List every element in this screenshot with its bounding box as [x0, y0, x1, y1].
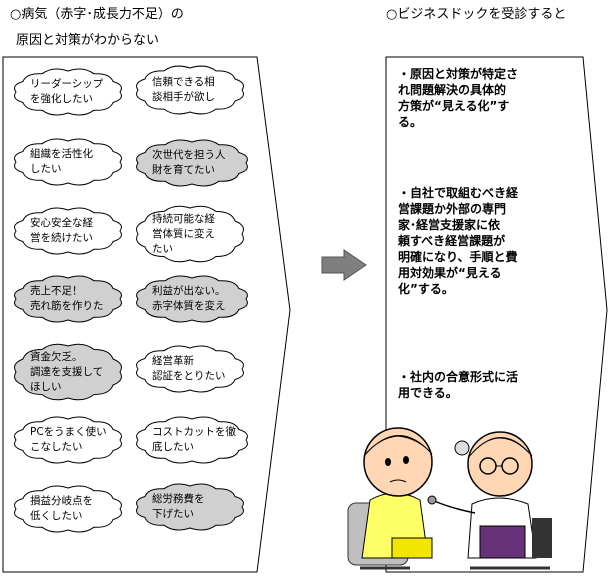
bubble-text-line: 売れ筋を作りた [30, 300, 104, 312]
bubble-text: 利益が出ない。赤字体質を変え [152, 284, 226, 314]
benefit-line: る。 [398, 115, 423, 129]
benefit-line: 化”する。 [398, 282, 454, 296]
bubble-1: 信頼できる相談相手が欲し [136, 65, 244, 115]
cloud-shape-icon [136, 205, 244, 263]
benefit-2: ・社内の合意形式に活用できる。 [398, 369, 518, 401]
bubble-3: 次世代を担う人財を育てたい [136, 139, 248, 187]
bubble-text-line: を強化したい [30, 93, 93, 105]
bubble-text: 総労務費を下げたい [152, 492, 205, 522]
bubble-text-line: 総労務費を [152, 493, 205, 505]
cloud-shape-icon [14, 207, 122, 255]
bubble-text-line: リーダーシップ [30, 78, 104, 90]
bubble-0: リーダーシップを強化したい [14, 68, 122, 116]
doctor-patient-illustration [347, 427, 552, 570]
bubble-text-line: 組織を活性化 [30, 148, 93, 160]
bubble-text-line: 底したい [152, 441, 194, 453]
bubble-text-line: 赤字体質を変え [152, 300, 226, 312]
bubble-text-line: 資金欠乏。 [30, 350, 83, 363]
cloud-shape-icon [14, 275, 122, 323]
benefit-1: ・自社で取組むべき経営課題か外部の専門家･経営支援家に依頼すべき経営課題が明確に… [398, 185, 518, 297]
bubble-6: 売上不足！ 売れ筋を作りた [14, 275, 122, 323]
bubble-text-line: 経営革新 [152, 355, 194, 367]
bubble-text-line: 損益分岐点を [30, 495, 93, 507]
benefit-line: ・自社で取組むべき経 [398, 186, 519, 200]
cloud-shape-icon [136, 65, 244, 115]
bubble-text: コストカットを徹底したい [152, 425, 236, 455]
bubble-text-line: 次世代を担う人 [152, 149, 226, 161]
bubble-text-line: 持続可能な経 [152, 212, 215, 225]
bubble-2: 組織を活性化したい [14, 138, 122, 186]
bubble-text: 信頼できる相談相手が欲し [152, 75, 215, 105]
bubble-text-line: 安心安全な経 [30, 217, 93, 229]
bubble-text-line: ほしい [30, 380, 62, 393]
benefit-line: 明確になり、手順と費 [398, 250, 518, 264]
benefit-line: 営課題か外部の専門 [398, 202, 507, 216]
bubble-text: 売上不足！ 売れ筋を作りた [30, 284, 104, 314]
bubble-text-line: 営体質に変え [152, 227, 215, 240]
bubble-text: 組織を活性化したい [30, 147, 93, 177]
benefit-line: ・社内の合意形式に活 [398, 370, 519, 384]
bubble-text-line: 売上不足！ [30, 285, 83, 297]
benefit-line: ・原因と対策が特定さ [398, 67, 519, 81]
bubble-text-line: 調達を支援して [30, 365, 104, 378]
benefit-line: 方策が“見える化”す [398, 99, 510, 113]
right-arrow-icon [321, 249, 367, 281]
bubble-text-line: 営を続けたい [30, 232, 93, 244]
bubble-text: 資金欠乏。調達を支援してほしい [30, 350, 103, 395]
cloud-shape-icon [14, 138, 122, 186]
bubble-text-line: 低くしたい [30, 510, 83, 522]
bubble-text: 損益分岐点を低くしたい [30, 494, 93, 524]
cloud-shape-icon [14, 485, 122, 533]
bubble-13: 総労務費を下げたい [136, 483, 244, 531]
bubble-text-line: コストカットを徹 [152, 426, 236, 438]
bubble-10: PCをうまく使いこなしたい [14, 416, 122, 464]
bubble-text-line: たい [152, 242, 173, 255]
bubble-5: 持続可能な経営体質に変えたい [136, 205, 244, 263]
right-heading: ○ビジネスドックを受診すると [386, 7, 567, 22]
cloud-shape-icon [136, 275, 248, 323]
bubble-text: リーダーシップを強化したい [30, 77, 103, 107]
benefit-line: 頼すべき経営課題が [398, 234, 506, 248]
bubble-11: コストカットを徹底したい [136, 416, 248, 464]
left-heading-line2: 原因と対策がわからない [16, 33, 160, 48]
bubble-4: 安心安全な経営を続けたい [14, 207, 122, 255]
bubble-text-line: 談相手が欲し [152, 91, 215, 103]
benefit-line: 用できる。 [398, 386, 458, 400]
bubble-text: 経営革新認証をとりたい [152, 354, 226, 384]
bubble-9: 経営革新認証をとりたい [136, 345, 244, 393]
cloud-shape-icon [14, 343, 122, 401]
bubble-text: 次世代を担う人財を育てたい [152, 148, 226, 178]
cloud-shape-icon [14, 416, 122, 464]
bubble-text-line: こなしたい [30, 441, 83, 453]
bubble-text-line: 信頼できる相 [152, 76, 215, 88]
benefit-line: れ問題解決の具体的 [398, 83, 507, 97]
bubble-7: 利益が出ない。赤字体質を変え [136, 275, 248, 323]
bubble-text-line: したい [30, 163, 62, 175]
benefit-line: 家･経営支援家に依 [398, 218, 501, 232]
bubble-text-line: 認証をとりたい [152, 370, 226, 382]
bubble-8: 資金欠乏。調達を支援してほしい [14, 343, 122, 401]
cloud-shape-icon [14, 68, 122, 116]
bubble-text-line: 利益が出ない。 [152, 285, 226, 297]
bubble-text-line: 財を育てたい [152, 164, 215, 176]
cloud-shape-icon [136, 345, 244, 393]
bubble-text-line: 下げたい [152, 508, 194, 520]
cloud-shape-icon [136, 139, 248, 187]
bubble-12: 損益分岐点を低くしたい [14, 485, 122, 533]
benefit-0: ・原因と対策が特定され問題解決の具体的方策が“見える化”する。 [398, 66, 518, 130]
benefit-line: 用対効果が“見える [398, 266, 502, 280]
cloud-shape-icon [136, 483, 244, 531]
bubble-text: 安心安全な経営を続けたい [30, 216, 93, 246]
left-heading-line1: ○病気（赤字･成長力不足）の [10, 7, 184, 22]
bubble-text-line: PCをうまく使い [30, 426, 107, 438]
bubble-text: 持続可能な経営体質に変えたい [152, 212, 215, 257]
bubble-text: PCをうまく使いこなしたい [30, 425, 107, 455]
cloud-shape-icon [136, 416, 248, 464]
